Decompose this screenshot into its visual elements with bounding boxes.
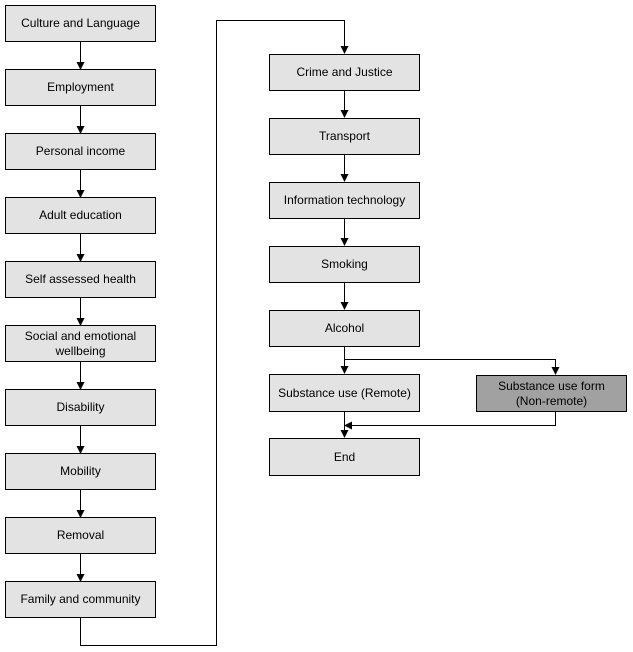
node-family-and-community: Family and community <box>5 581 156 618</box>
node-information-technology: Information technology <box>269 182 420 219</box>
node-crime-and-justice: Crime and Justice <box>269 54 420 91</box>
node-end: End <box>269 438 420 476</box>
node-social-emotional-wellbeing: Social and emotional wellbeing <box>5 325 156 362</box>
arrow-nonremote-to-end <box>344 412 556 430</box>
node-culture-and-language: Culture and Language <box>5 5 156 42</box>
node-transport: Transport <box>269 118 420 155</box>
node-personal-income: Personal income <box>5 133 156 170</box>
arrow-alcohol-to-nonremote <box>344 359 560 375</box>
node-disability: Disability <box>5 389 156 426</box>
arrow-family-to-crime <box>80 20 349 646</box>
node-adult-education: Adult education <box>5 197 156 234</box>
node-alcohol: Alcohol <box>269 310 420 347</box>
node-removal: Removal <box>5 517 156 554</box>
node-self-assessed-health: Self assessed health <box>5 261 156 298</box>
node-smoking: Smoking <box>269 246 420 283</box>
node-substance-use-form-nonremote: Substance use form (Non-remote) <box>476 375 627 412</box>
node-substance-use-remote: Substance use (Remote) <box>269 374 420 412</box>
node-employment: Employment <box>5 69 156 106</box>
node-mobility: Mobility <box>5 453 156 490</box>
